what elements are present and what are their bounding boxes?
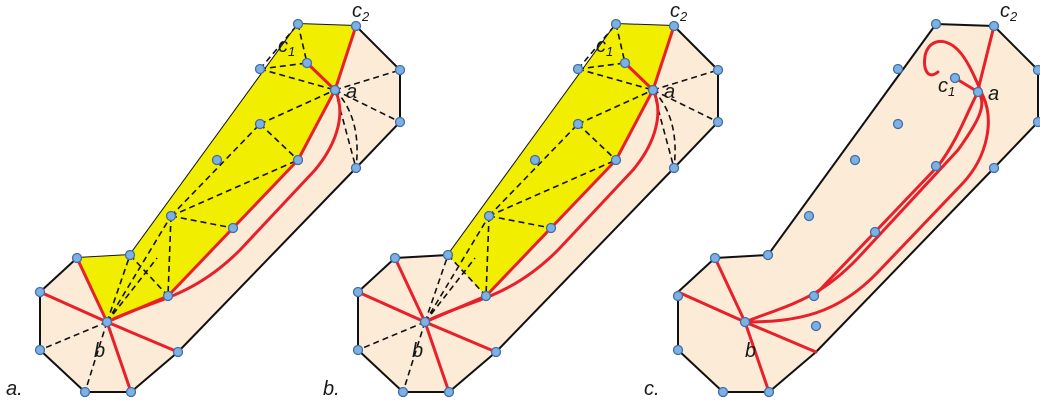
red-paths bbox=[356, 24, 676, 394]
a-label: a bbox=[988, 83, 999, 105]
yellow-region bbox=[77, 24, 356, 322]
polygon bbox=[677, 23, 1039, 393]
c1-label: c1 bbox=[278, 35, 295, 59]
a-label: a bbox=[664, 81, 675, 103]
c1-label: c1 bbox=[938, 75, 955, 99]
panel-a: c1 c2 a b a. bbox=[6, 0, 406, 400]
panel-c: c1 c2 a b c. bbox=[644, 0, 1040, 400]
vertices bbox=[352, 18, 724, 398]
b-label: b bbox=[745, 340, 756, 362]
c2-label: c2 bbox=[1000, 0, 1018, 24]
b-label: b bbox=[412, 340, 423, 362]
yellow-region bbox=[448, 24, 674, 296]
vertices bbox=[34, 18, 406, 398]
panel-caption: b. bbox=[323, 378, 340, 400]
panel-b: c1 c2 a b b. bbox=[323, 0, 724, 400]
c2-label: c2 bbox=[670, 0, 688, 24]
a-label: a bbox=[346, 81, 357, 103]
panel-caption: a. bbox=[6, 378, 23, 400]
panel-caption: c. bbox=[644, 378, 660, 400]
b-label: b bbox=[94, 340, 105, 362]
c1-label: c1 bbox=[596, 35, 613, 59]
vertices bbox=[672, 18, 1040, 398]
c2-label: c2 bbox=[352, 0, 370, 24]
